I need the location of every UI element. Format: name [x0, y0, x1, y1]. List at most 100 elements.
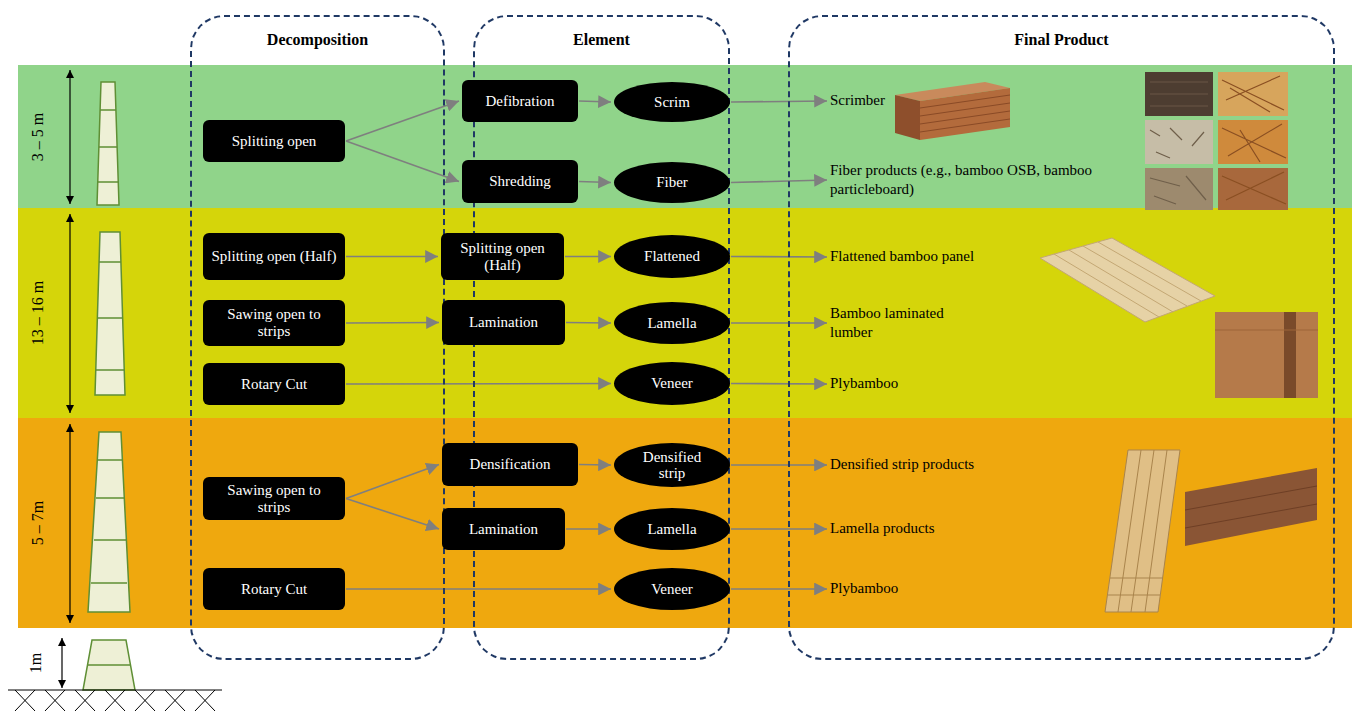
panel-face — [1040, 238, 1215, 322]
process-box: Defibration — [462, 80, 578, 122]
node-text: Densified strip — [630, 449, 714, 482]
process-box: Lamination — [442, 508, 565, 550]
block-end — [895, 95, 920, 140]
culm-nodes — [98, 110, 118, 182]
flow-arrow — [579, 464, 611, 466]
node-text: Lamination — [469, 521, 538, 538]
flow-arrow — [346, 101, 459, 141]
node-text: Fiber — [656, 174, 688, 191]
flow-arrow — [731, 464, 827, 466]
culm-base — [83, 640, 135, 690]
height-bands — [18, 65, 1352, 628]
ground-line — [8, 690, 222, 691]
connectors — [346, 101, 827, 589]
scrimber-photo — [895, 82, 1010, 140]
bottom-band — [18, 418, 1352, 628]
lamella-photo — [1185, 468, 1317, 546]
node-text: Lamination — [469, 314, 538, 331]
flow-arrow — [566, 322, 611, 324]
node-text: Sawing open to strips — [211, 306, 337, 340]
bamboo-culm — [83, 82, 135, 690]
photo-texture — [1150, 128, 1206, 204]
element-ellipse: Veneer — [614, 362, 730, 405]
dimension-line — [69, 70, 70, 204]
process-box: Lamination — [442, 300, 565, 345]
product-name: Bamboo laminated lumber — [830, 304, 970, 343]
culm-nodes — [91, 460, 127, 583]
product-label: Scrimber — [830, 88, 1030, 114]
product-label: Bamboo laminated lumber — [830, 302, 970, 344]
process-box: Rotary Cut — [203, 568, 345, 610]
flow-arrow — [731, 180, 827, 183]
flow-arrow — [346, 499, 439, 530]
flow-arrow — [579, 101, 611, 102]
element-ellipse: Scrim — [614, 82, 730, 122]
node-text: Splitting open (Half) — [449, 240, 556, 274]
node-text: Shredding — [489, 173, 551, 190]
flow-arrow — [346, 256, 438, 258]
product-name: Scrimber — [830, 91, 885, 111]
product-name: Flattened bamboo panel — [830, 247, 974, 267]
culm-nodes — [88, 664, 131, 666]
node-text: Rotary Cut — [241, 581, 307, 598]
dimension-label: 5 – 7m — [28, 463, 48, 583]
process-box: Splitting open (Half) — [203, 233, 345, 280]
group-heading: Final Product — [790, 30, 1333, 50]
flow-arrow — [565, 256, 611, 258]
node-text: Lamella — [647, 521, 696, 538]
element-ellipse: Veneer — [614, 568, 730, 610]
node-text: Sawing open to strips — [211, 482, 337, 516]
flow-arrow — [346, 322, 439, 324]
culm-middle-section — [95, 232, 125, 395]
product-name: Densified strip products — [830, 455, 974, 475]
product-name: Plybamboo — [830, 579, 898, 599]
element-ellipse: Fiber — [614, 162, 730, 203]
board-stripe — [1284, 312, 1296, 398]
dimension-arrows — [62, 70, 70, 688]
node-text: Rotary Cut — [241, 376, 307, 393]
culm-nodes — [96, 262, 124, 370]
lamella-board — [1185, 468, 1317, 546]
dashed-group: DecompositionSplitting openSplitting ope… — [190, 15, 445, 660]
node-text: Lamella — [647, 315, 696, 332]
product-label: Plybamboo — [830, 576, 1030, 602]
photo-texture — [1150, 82, 1208, 106]
panel-strips — [1054, 242, 1201, 317]
dimension-line — [61, 638, 62, 688]
flow-arrow — [731, 256, 827, 258]
block-grain — [920, 95, 1010, 132]
dimension-label: 3 – 5 m — [28, 77, 48, 197]
flow-arrow — [731, 588, 827, 590]
flow-arrow — [731, 101, 827, 102]
flattened-panel-photo — [1040, 238, 1215, 322]
element-ellipse: Lamella — [614, 508, 730, 550]
ground — [8, 690, 222, 711]
process-box: Densification — [442, 443, 578, 486]
flow-arrow — [731, 383, 827, 385]
dimension-line — [69, 214, 70, 413]
flow-arrow — [731, 528, 827, 530]
photo-osb — [1145, 168, 1213, 210]
node-text: Flattened — [644, 248, 700, 265]
element-ellipse: Lamella — [614, 302, 730, 344]
node-text: Defibration — [485, 93, 554, 110]
product-label: Plybamboo — [830, 371, 1030, 397]
flow-arrow — [346, 465, 439, 499]
photo-particleboard — [1145, 120, 1213, 164]
dashed-group: Final ProductScrimberFiber products (e.g… — [788, 15, 1335, 660]
lamella-grain — [1185, 486, 1317, 528]
process-box: Rotary Cut — [203, 363, 345, 405]
flow-arrow — [346, 383, 611, 385]
strip-bundle — [1105, 450, 1180, 612]
culm-top-section — [97, 82, 119, 205]
process-box: Sawing open to strips — [203, 477, 345, 520]
node-text: Splitting open — [232, 133, 317, 150]
photo-dark-board — [1145, 72, 1213, 116]
plybamboo-photo — [1215, 312, 1318, 398]
flow-arrow — [579, 182, 611, 183]
node-text: Densification — [470, 456, 551, 473]
group-heading: Element — [475, 30, 728, 50]
strip-lines — [1108, 450, 1167, 612]
